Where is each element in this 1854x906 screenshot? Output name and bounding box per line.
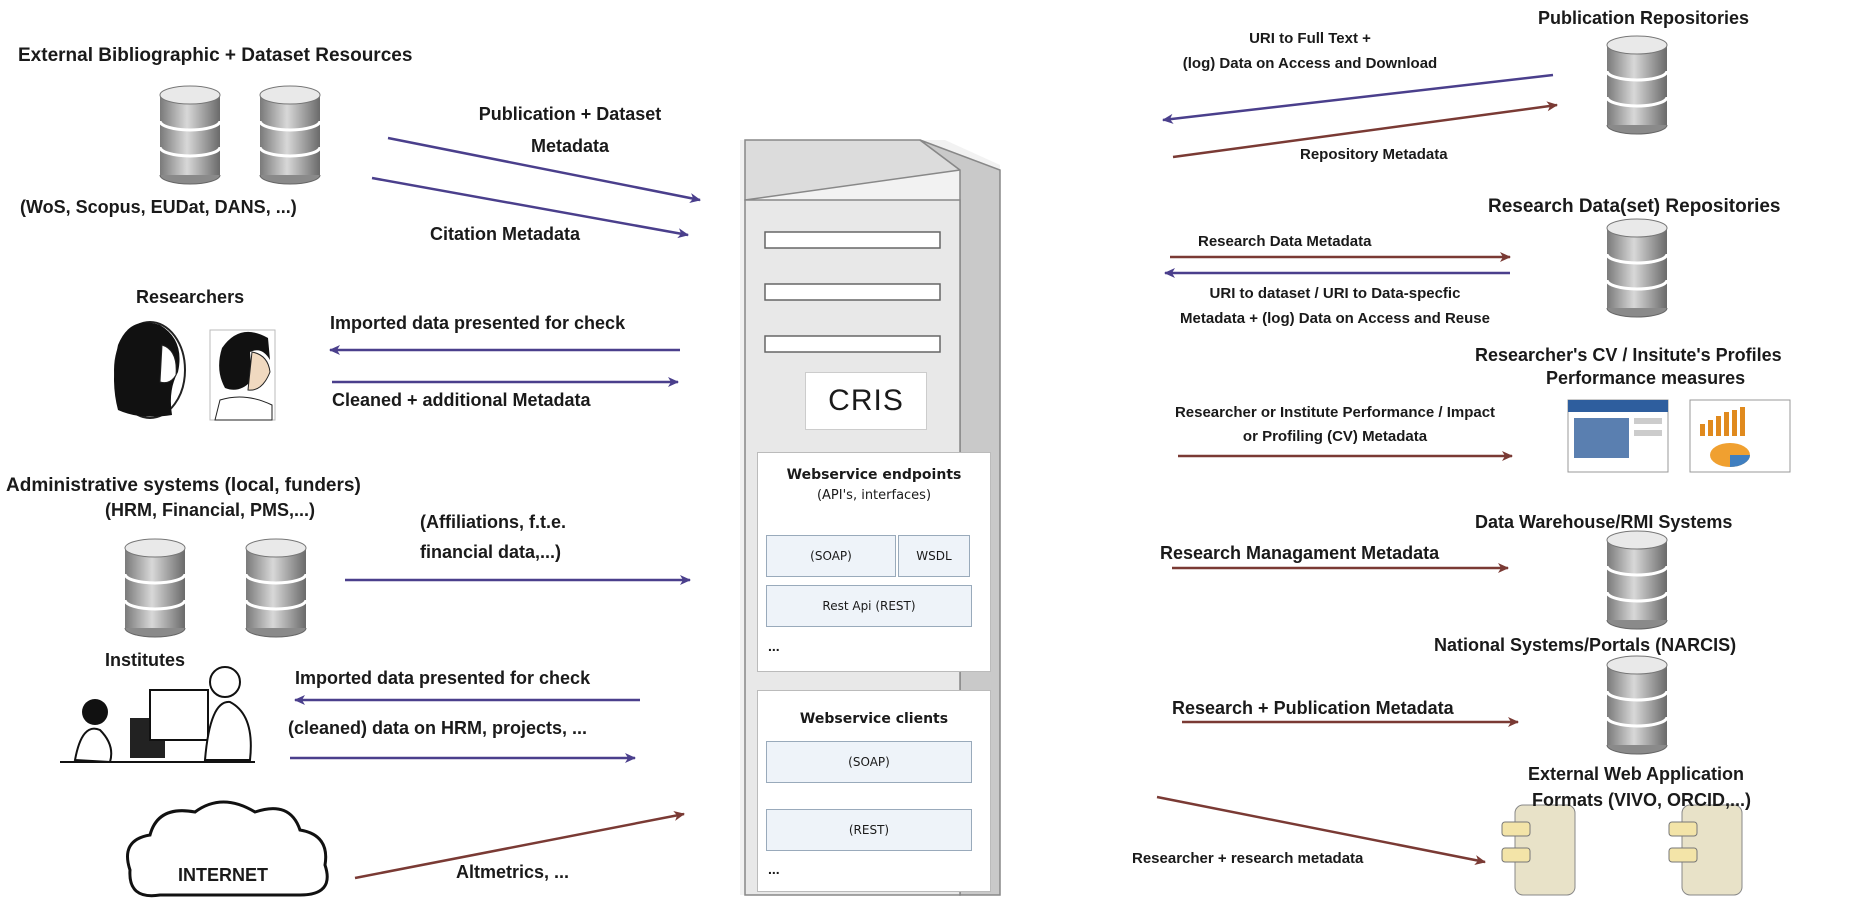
- drive-bay-2: [764, 283, 941, 301]
- flow-citation: Citation Metadata: [430, 224, 581, 244]
- cv-profiles-subtitle: Performance measures: [1546, 368, 1746, 388]
- researcher-woman-icon: [114, 321, 186, 419]
- db-icon-data-repos: [1605, 217, 1669, 319]
- arrow-publication-dataset: [387, 136, 701, 203]
- webservice-endpoints-panel: Webservice endpoints (API's, interfaces)…: [757, 452, 991, 672]
- institutes-title: Institutes: [105, 650, 186, 670]
- warehouse-title: Data Warehouse/RMI Systems: [1475, 512, 1733, 532]
- endpoint-wsdl[interactable]: WSDL: [898, 535, 970, 577]
- flow-institutes-check: Imported data presented for check: [295, 668, 591, 688]
- db-icon-admin-2: [244, 537, 308, 639]
- flow-repository-metadata: Repository Metadata: [1300, 146, 1448, 163]
- flow-researchers-cleaned: Cleaned + additional Metadata: [332, 390, 591, 410]
- arrow-fulltext: [1162, 73, 1554, 124]
- cv-profile-thumbnail-1: [1567, 399, 1669, 473]
- flow-admin-1: (Affiliations, f.t.e.: [420, 512, 566, 532]
- admin-systems-subtitle: (HRM, Financial, PMS,...): [105, 500, 316, 520]
- external-web-app-subtitle: Formats (VIVO, ORCID,...): [1532, 790, 1752, 810]
- data-repositories-title: Research Data(set) Repositories: [1488, 196, 1781, 217]
- flow-uri-dataset-1: URI to dataset / URI to Data-specfic: [1209, 285, 1461, 302]
- arrow-repository-metadata: [1172, 101, 1558, 159]
- flow-altmetrics: Altmetrics, ...: [456, 862, 570, 882]
- db-icon-external-1: [158, 84, 222, 186]
- flow-publication-dataset-2: Metadata: [530, 136, 610, 156]
- arrow-external-web: [1156, 795, 1486, 865]
- cv-profiles-title: Researcher's CV / Insitute's Profiles: [1475, 345, 1782, 365]
- flow-external-web: Researcher + research metadata: [1132, 850, 1364, 867]
- external-web-app-title: External Web Application: [1528, 764, 1745, 784]
- admin-systems-title: Administrative systems (local, funders): [6, 475, 361, 496]
- institutes-people-icon: [60, 666, 255, 764]
- cv-chart-thumbnail-2: [1689, 399, 1791, 473]
- flow-institutes-cleaned: (cleaned) data on HRM, projects, ...: [288, 718, 588, 738]
- researchers-title: Researchers: [136, 287, 245, 307]
- external-resources-title: External Bibliographic + Dataset Resourc…: [18, 45, 413, 66]
- endpoint-rest[interactable]: Rest Api (REST): [766, 585, 972, 627]
- flow-uri-dataset-2: Metadata + (log) Data on Access and Reus…: [1180, 310, 1490, 327]
- endpoint-soap[interactable]: (SOAP): [766, 535, 896, 577]
- flow-researchers-check: Imported data presented for check: [330, 313, 626, 333]
- flow-performance-1: Researcher or Institute Performance / Im…: [1174, 404, 1496, 421]
- db-icon-external-2: [258, 84, 322, 186]
- client-rest[interactable]: (REST): [766, 809, 972, 851]
- flow-national: Research + Publication Metadata: [1172, 698, 1454, 718]
- endpoints-more: ...: [768, 638, 780, 654]
- cris-label: CRIS: [805, 372, 927, 430]
- drive-bay-3: [764, 335, 941, 353]
- internet-label: INTERNET: [178, 865, 268, 885]
- publication-repositories-title: Publication Repositories: [1538, 8, 1750, 28]
- flow-management: Research Managament Metadata: [1160, 543, 1440, 563]
- flow-performance-2: or Profiling (CV) Metadata: [1242, 428, 1428, 445]
- clients-title: Webservice clients: [799, 711, 949, 727]
- researcher-man-icon: [209, 329, 276, 421]
- clients-more: ...: [768, 861, 780, 877]
- flow-publication-dataset: Publication + Dataset: [478, 104, 662, 124]
- arrow-citation: [371, 176, 689, 239]
- drive-bay-1: [764, 231, 941, 249]
- endpoints-title: Webservice endpoints: [786, 467, 962, 483]
- external-app-component-icon-1: [1501, 804, 1576, 896]
- arrow-internet: [354, 811, 685, 880]
- external-resources-sources: (WoS, Scopus, EUDat, DANS, ...): [20, 197, 297, 217]
- external-app-component-icon-2: [1668, 804, 1743, 896]
- webservice-clients-panel: Webservice clients (SOAP) (REST) ...: [757, 690, 991, 892]
- national-systems-title: National Systems/Portals (NARCIS): [1434, 635, 1737, 655]
- flow-admin-2: financial data,...): [420, 542, 562, 562]
- db-icon-admin-1: [123, 537, 187, 639]
- db-icon-warehouse: [1605, 529, 1669, 631]
- db-icon-national: [1605, 654, 1669, 756]
- flow-research-data: Research Data Metadata: [1198, 233, 1372, 250]
- internet-cloud-icon: [126, 800, 329, 898]
- flow-fulltext-2: (log) Data on Access and Download: [1182, 55, 1438, 72]
- endpoints-subtitle: (API's, interfaces): [816, 488, 932, 503]
- client-soap[interactable]: (SOAP): [766, 741, 972, 783]
- flow-fulltext-1: URI to Full Text +: [1249, 30, 1371, 47]
- db-icon-publication-repos: [1605, 34, 1669, 136]
